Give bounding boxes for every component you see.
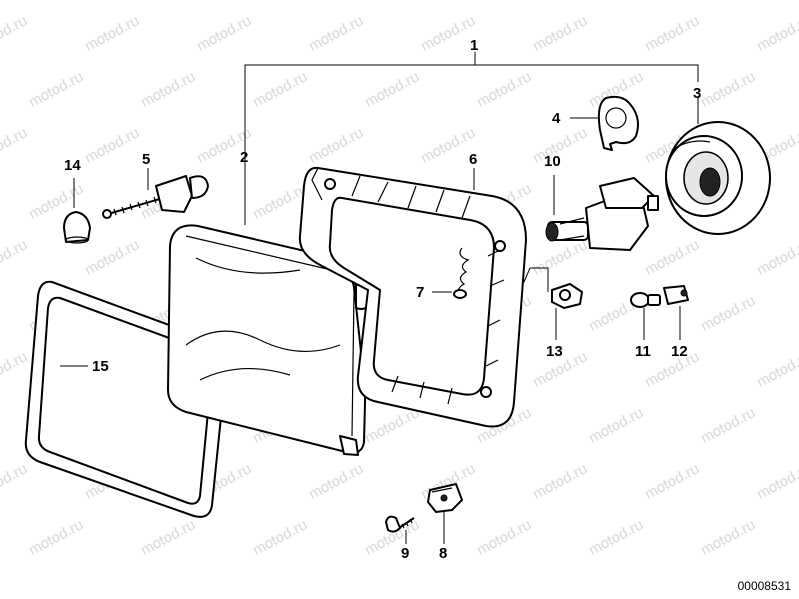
callout-5: 5 [142,151,151,168]
callout-13: 13 [546,343,563,360]
part-5-adjusting-screw [102,168,209,219]
callout-11: 11 [635,343,651,360]
part-3-rubber-cover [665,98,771,235]
part-6-mounting-frame [298,166,527,428]
part-7-spring [432,247,470,299]
part-9-screw [385,515,415,544]
part-13-lamp-socket [523,267,583,340]
assembly-bracket [244,52,699,225]
callout-1: 1 [470,37,479,54]
part-8-clip-nut [427,483,463,544]
document-number: 00008531 [737,579,791,593]
callout-4: 4 [552,110,561,127]
callout-3: 3 [693,85,702,102]
callout-9: 9 [401,545,410,562]
callout-12: 12 [671,343,688,360]
callout-10: 10 [544,153,561,170]
callout-7: 7 [416,284,425,301]
part-11-bulb [630,292,661,340]
part-14-cap [63,178,91,244]
part-4-retaining-clip [570,95,639,151]
part-12-socket [663,285,689,340]
callout-14: 14 [64,157,81,174]
callout-8: 8 [439,545,448,562]
callout-15: 15 [92,358,109,375]
callout-2: 2 [240,149,249,166]
callout-6: 6 [469,151,478,168]
part-10-h4-bulb [545,175,659,251]
